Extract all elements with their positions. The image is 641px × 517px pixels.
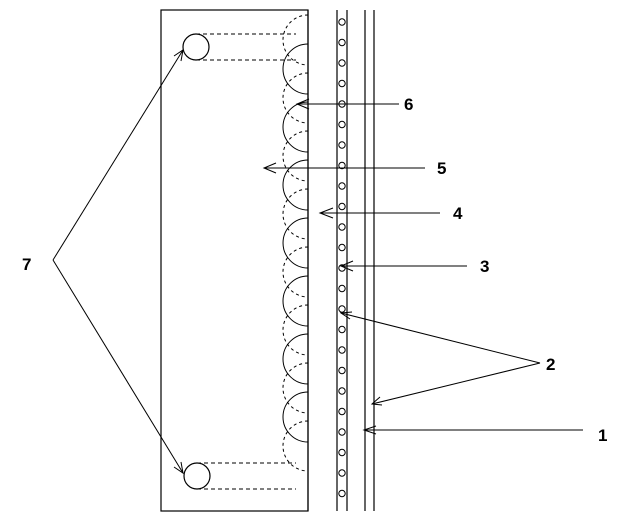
outer-frame xyxy=(160,9,309,512)
scallop-arc xyxy=(282,333,309,385)
small-circle xyxy=(338,407,346,416)
small-circle xyxy=(338,18,346,26)
scallop-arc xyxy=(282,72,309,124)
scallop-arc xyxy=(282,43,309,95)
scallop-arc xyxy=(282,14,309,66)
scallop-arc xyxy=(282,391,309,443)
scallop-arc xyxy=(282,304,309,356)
label-7: 7 xyxy=(22,255,31,274)
small-circle xyxy=(338,223,346,231)
small-circle xyxy=(338,489,346,498)
scallop-arc xyxy=(282,130,309,182)
label-5: 5 xyxy=(437,159,446,178)
small-circle xyxy=(338,161,346,170)
leader-7 xyxy=(52,48,184,475)
scallop-arc xyxy=(282,246,309,298)
scallop-arc xyxy=(282,217,309,269)
small-circle xyxy=(338,120,346,129)
scallop-arc xyxy=(282,275,309,327)
small-circle xyxy=(338,202,346,211)
small-circle xyxy=(338,243,346,252)
small-circle xyxy=(338,305,346,313)
small-circle xyxy=(338,346,346,354)
leader-1 xyxy=(362,425,583,435)
scallop-arc xyxy=(282,101,309,153)
leader-3 xyxy=(339,260,467,272)
small-circle xyxy=(338,182,346,190)
small-circle xyxy=(338,38,346,47)
small-circle xyxy=(338,325,346,334)
leader-2 xyxy=(339,311,541,406)
leader-6 xyxy=(295,98,399,110)
label-2: 2 xyxy=(546,355,555,374)
small-circle xyxy=(338,469,346,477)
label-6: 6 xyxy=(404,95,413,114)
small-circle xyxy=(338,284,346,293)
dashed-belt-lines xyxy=(196,33,296,490)
label-4: 4 xyxy=(453,204,463,223)
leader-lines xyxy=(52,48,583,475)
layer-lines xyxy=(307,10,375,511)
small-circle xyxy=(338,387,346,395)
small-circle xyxy=(338,428,346,436)
scallop-arc xyxy=(282,188,309,240)
scallop-column xyxy=(282,14,309,472)
label-1: 1 xyxy=(598,426,607,445)
scallop-arc xyxy=(282,420,309,472)
label-3: 3 xyxy=(480,257,489,276)
scallop-arc xyxy=(282,362,309,414)
small-circle xyxy=(338,59,346,67)
leader-5 xyxy=(262,162,425,174)
small-circle-column xyxy=(338,18,346,498)
bottom-roller xyxy=(183,462,211,490)
scallop-arc xyxy=(282,159,309,211)
leader-4 xyxy=(318,207,440,219)
small-circle xyxy=(338,448,346,457)
top-roller xyxy=(182,33,210,61)
small-circle xyxy=(338,366,346,375)
small-circle xyxy=(338,141,346,149)
small-circle xyxy=(338,79,346,88)
